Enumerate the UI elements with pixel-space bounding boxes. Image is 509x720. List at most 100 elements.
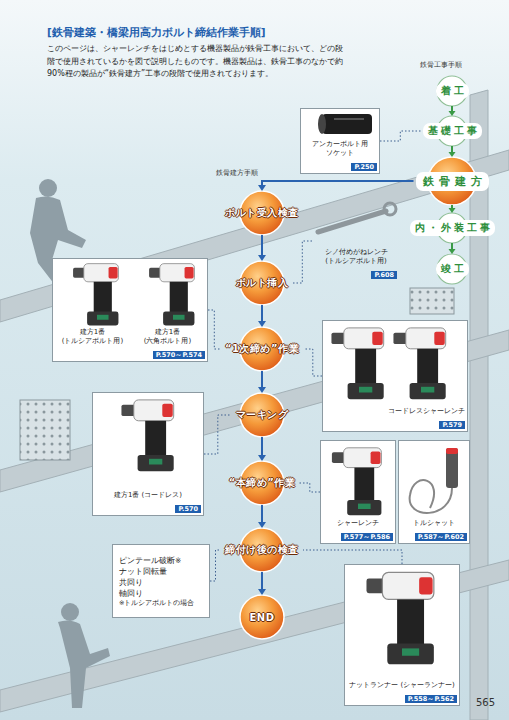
step-circle: “1次締め”作業 [221, 327, 304, 371]
step-circle: 締付け後の検査 [221, 528, 303, 572]
badge-row: P.608 [315, 267, 397, 279]
step-label: “本締め”作業 [229, 476, 296, 490]
product-box: シノ付めがねレンチ (トルシアボルト用) P.608 [312, 200, 400, 282]
badge-row: P.587～P.602 [401, 529, 467, 541]
step-label: “1次締め”作業 [225, 342, 299, 356]
step-circle: マーキング [232, 393, 293, 437]
leader-connector [380, 131, 421, 141]
connector-line [451, 146, 453, 152]
connector-line [293, 241, 313, 283]
page-ref-badge: P.608 [371, 271, 397, 279]
step-label: マーキング [236, 408, 289, 422]
product-caption: シャーレンチ [337, 519, 379, 528]
step-label: 締付け後の検査 [225, 543, 299, 557]
connector-line [304, 349, 323, 376]
leader-connector [208, 310, 221, 349]
connector-line [262, 181, 414, 185]
flow-arrow [258, 181, 414, 191]
stage-circle: 着工 [434, 76, 471, 106]
check-list-box: ピンテール破断※ナット回転量共回り軸回り※トルシアボルトの場合 [112, 544, 210, 618]
arrow-head [258, 321, 266, 327]
arrow-head [449, 249, 456, 254]
arrow-head [258, 455, 266, 461]
arrow-head [258, 387, 266, 393]
page-title: [鉄骨建築・橋梁用高力ボルト締結作業手順] [47, 26, 266, 40]
page-ref-badge: P.570 [175, 505, 201, 513]
badge-row: P.570 [95, 501, 201, 513]
arrow-head [258, 255, 266, 261]
flow-heading: 鉄骨工事手順 [420, 61, 462, 70]
connector-line [261, 572, 263, 589]
product-caption: アンカーボルト用 ソケット [303, 140, 377, 158]
product-caption: 建方1番 (六角ボルト用) [130, 328, 205, 346]
connector-line [261, 235, 263, 255]
arrow-head [449, 111, 456, 116]
connector-line [303, 550, 402, 564]
badge-row: P.250 [303, 159, 377, 171]
page-ref-badge: P.579 [439, 421, 465, 429]
footnote: ※トルシアボルトの場合 [119, 599, 203, 608]
arrow-head [258, 589, 266, 595]
connector-line [210, 550, 221, 581]
flow-arrow [258, 371, 266, 393]
badge-row: P.570～P.574 [55, 347, 205, 359]
page-ref-badge: P.558～P.562 [405, 695, 457, 703]
flow-arrow [258, 437, 266, 461]
arrow-head [258, 185, 266, 191]
arrow-head [449, 152, 456, 157]
product-box: シャーレンチ P.577～P.586 [320, 440, 396, 544]
product-box: ナットランナー (シャーランナー) P.558～P.562 [344, 564, 460, 706]
leader-connector [303, 550, 402, 564]
flow-heading: 鉄骨建方手順 [216, 169, 258, 178]
flow-arrow [449, 243, 456, 254]
page-ref-badge: P.250 [351, 163, 377, 171]
product-caption: トルシャット [413, 519, 455, 528]
product-box: アンカーボルト用 ソケット P.250 [300, 108, 380, 174]
leader-connector [304, 349, 323, 376]
connector-line [451, 243, 453, 249]
page-ref-badge: P.570～P.574 [153, 351, 205, 359]
stage-circle: 内・外装工事 [408, 213, 497, 243]
step-circle: END [240, 595, 284, 639]
product-box: 建方1番 (コードレス) P.570 [92, 392, 204, 516]
product-caption: シノ付めがねレンチ (トルシアボルト用) [315, 248, 397, 266]
badge-row: P.577～P.586 [323, 529, 393, 541]
stage-circle: 竣工 [434, 254, 471, 284]
connector-line [300, 483, 321, 492]
stage-label: 竣工 [436, 261, 469, 277]
badge-row: P.558～P.562 [347, 691, 457, 703]
page-ref-badge: P.577～P.586 [341, 533, 393, 541]
step-label: ボルト受入検査 [225, 206, 299, 220]
product-caption: 建方1番 (コードレス) [114, 491, 182, 500]
flow-arrow [258, 235, 266, 261]
product-caption: 建方1番 (トルシアボルト用) [55, 328, 130, 346]
connector-line [261, 505, 263, 522]
connector-line [261, 305, 263, 321]
connector-line [261, 437, 263, 455]
product-box: トルシャット P.587～P.602 [398, 440, 470, 544]
flow-arrow [258, 572, 266, 595]
product-caption: コードレスシャーレンチ [388, 407, 465, 416]
connector-line [451, 106, 453, 111]
page-ref-badge: P.587～P.602 [415, 533, 467, 541]
flow-arrow [449, 205, 456, 213]
leader-connector [210, 550, 221, 581]
connector-line [261, 371, 263, 387]
step-label: ボルト挿入 [236, 276, 289, 290]
connector-line [380, 131, 421, 141]
check-item: 軸回り [119, 588, 203, 599]
step-label: END [249, 612, 274, 623]
description-text: このページは、シャーレンチをはじめとする機器製品が鉄骨工事において、どの段階で使… [47, 43, 347, 81]
product-box: コードレスシャーレンチ P.579 [322, 320, 468, 432]
stage-label: 基礎工事 [423, 123, 482, 139]
stage-circle: 鉄骨建方 [414, 157, 491, 205]
flow-arrow [258, 305, 266, 327]
page-number: 565 [476, 697, 495, 708]
flow-arrow [258, 505, 266, 528]
connector-line [208, 310, 221, 349]
check-item: ナット回転量 [119, 566, 203, 577]
connector-line [204, 415, 232, 454]
check-item: 共回り [119, 577, 203, 588]
product-caption: ナットランナー (シャーランナー) [349, 681, 455, 690]
stage-label: 内・外装工事 [410, 220, 495, 236]
